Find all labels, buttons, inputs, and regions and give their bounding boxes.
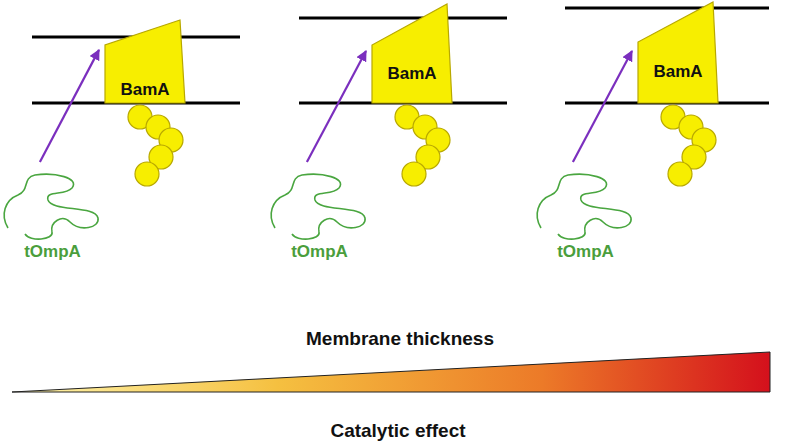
insertion-arrow [307,51,366,162]
tompa-substrate: tOmpA [0,168,105,265]
bama-barrel [638,2,718,103]
bama-barrel [372,4,452,103]
gradient-wedge [12,352,770,392]
bama-protein: BamA [638,2,718,103]
protein-label: BamA [638,63,718,82]
axis-caption: Catalytic effect [198,421,598,442]
bama-shape [372,4,452,103]
substrate-label: tOmpA [0,243,105,262]
potra-domain [135,162,159,186]
axis-caption-box: Membrane thickness [200,329,600,350]
insertion-arrow [40,50,99,162]
substrate-label: tOmpA [533,243,638,262]
substrate-label: tOmpA [267,243,372,262]
membrane-line [299,17,507,20]
membrane-line [565,7,769,10]
axis-caption: Membrane thickness [200,329,600,350]
bama-protein: BamA [105,20,185,103]
protein-label: BamA [372,65,452,84]
unfolded-chain [271,174,365,239]
bama-barrel [105,20,185,103]
axis-caption-box: Catalytic effect [198,421,598,442]
unfolded-chain [4,174,98,239]
insertion-arrow [573,51,632,162]
unfolded-chain [537,174,631,239]
tompa-substrate: tOmpA [533,168,638,265]
bama-shape [638,2,718,103]
protein-label: BamA [105,81,185,100]
tompa-substrate: tOmpA [267,168,372,265]
bama-protein: BamA [372,4,452,103]
potra-domain [402,162,426,186]
potra-domain [668,162,692,186]
